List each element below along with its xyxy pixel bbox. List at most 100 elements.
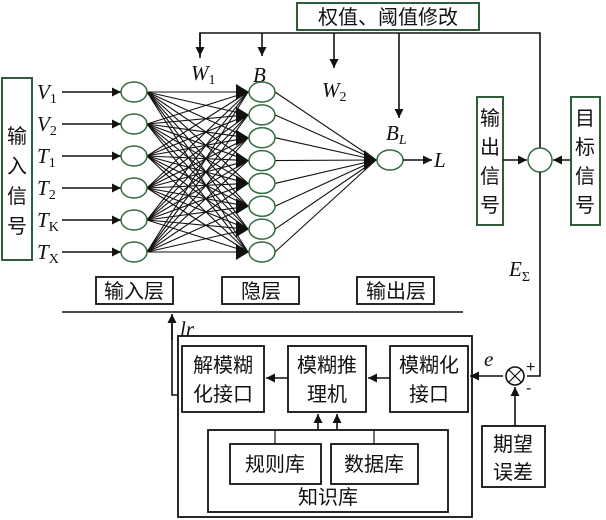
svg-text:解模糊: 解模糊 (193, 353, 253, 377)
input-node (120, 241, 148, 263)
input-hidden-connection (146, 137, 249, 189)
hidden-output-connection (274, 159, 377, 184)
output-signal-box: 输 出 信 号 (476, 96, 504, 226)
input-hidden-connection (146, 205, 249, 253)
input-hidden-connection (146, 123, 249, 162)
svg-text:入: 入 (7, 154, 27, 178)
fuzzification-interface-box: 模糊化 接口 (389, 345, 469, 413)
hidden-node (248, 126, 276, 149)
b-label: B (253, 63, 266, 87)
input-hidden-connection (146, 137, 249, 253)
svg-text:信: 信 (480, 164, 500, 188)
input-layer-label-box: 输入层 (95, 276, 174, 305)
input-hidden-connection (146, 91, 249, 116)
feedback-lines (195, 32, 541, 148)
error-sum-label: EΣ (508, 257, 530, 285)
svg-text:输出层: 输出层 (366, 279, 426, 303)
output-input-arrowhead (364, 150, 377, 170)
svg-text:数据库: 数据库 (344, 452, 404, 476)
weight-threshold-update-label: 权值、阈值修改 (318, 5, 458, 29)
input-hidden-connection (146, 91, 249, 125)
hidden-node (248, 195, 276, 218)
hidden-input-arrowhead (236, 152, 249, 169)
input-hidden-connection (146, 114, 249, 189)
summing-junction (505, 366, 525, 386)
input-label: T1 (37, 144, 56, 171)
svg-text:隐层: 隐层 (241, 279, 281, 303)
hidden-node (248, 104, 276, 126)
hidden-node (248, 81, 276, 103)
svg-text:出: 出 (480, 135, 500, 159)
input-layer-nodes (120, 81, 148, 263)
input-hidden-connection (146, 182, 249, 253)
svg-text:规则库: 规则库 (245, 452, 305, 476)
input-label: V1 (37, 80, 57, 107)
hidden-input-arrowhead (236, 175, 249, 192)
comparator-node (527, 147, 553, 173)
svg-text:模糊化: 模糊化 (399, 353, 459, 377)
input-hidden-connection (146, 205, 249, 221)
svg-text:化接口: 化接口 (193, 382, 253, 406)
svg-text:误差: 误差 (493, 460, 533, 484)
input-hidden-connection (146, 91, 249, 157)
w1-label: W1 (191, 61, 216, 88)
hidden-output-connection (274, 91, 377, 161)
bl-label: BL (386, 121, 407, 148)
hidden-node (248, 149, 276, 172)
input-hidden-connection (146, 187, 249, 230)
weight-threshold-update-box: 权值、阈值修改 (296, 2, 480, 31)
hidden-input-arrowhead (236, 129, 249, 146)
plus-sign: + (526, 359, 535, 376)
hidden-output-connection (274, 159, 377, 230)
input-hidden-connection (146, 123, 249, 184)
hidden-output-connection (274, 114, 377, 161)
input-node (120, 209, 148, 231)
hidden-node (248, 241, 276, 263)
hidden-output-connection (274, 159, 377, 207)
input-hidden-connection (146, 182, 249, 189)
svg-text:号: 号 (480, 193, 500, 217)
input-hidden-connection (146, 155, 249, 207)
input-node (120, 81, 148, 103)
input-hidden-connection (146, 91, 249, 253)
hidden-input-arrowhead (236, 198, 249, 215)
output-node (376, 149, 404, 171)
input-hidden-connection (146, 91, 249, 207)
svg-text:输: 输 (480, 106, 500, 130)
input-hidden-connection (146, 187, 249, 207)
hidden-input-arrowhead (236, 84, 249, 100)
input-hidden-connection (146, 137, 249, 157)
input-hidden-connection (146, 123, 249, 139)
input-hidden-connection (146, 155, 249, 162)
svg-text:知识库: 知识库 (298, 485, 358, 509)
input-hidden-connection (146, 91, 249, 184)
output-l-label: L (433, 148, 446, 172)
svg-text:期望: 期望 (493, 432, 533, 456)
input-hidden-connection (146, 160, 249, 253)
svg-text:输入层: 输入层 (104, 279, 164, 303)
svg-text:模糊推: 模糊推 (297, 353, 357, 377)
input-label: V2 (37, 112, 57, 139)
input-hidden-connection (146, 160, 249, 221)
network-connections (62, 84, 377, 260)
hidden-output-connection (274, 159, 377, 162)
svg-text:信: 信 (575, 164, 595, 188)
input-hidden-connection (146, 114, 249, 221)
input-label: T2 (37, 176, 56, 203)
input-hidden-connection (146, 123, 249, 230)
input-hidden-connection (146, 114, 249, 253)
rule-base-box: 规则库 (229, 443, 322, 485)
input-hidden-connection (146, 91, 249, 230)
input-hidden-connection (146, 91, 249, 139)
input-hidden-connection (146, 228, 249, 253)
input-hidden-connection (146, 182, 249, 221)
expected-error-box: 期望 误差 (481, 425, 546, 488)
hidden-layer-nodes (248, 81, 276, 263)
svg-text:号: 号 (575, 193, 595, 217)
svg-text:输: 输 (7, 124, 27, 148)
defuzzification-interface-box: 解模糊 化接口 (181, 345, 265, 413)
input-hidden-connection (146, 219, 249, 230)
input-hidden-connection (146, 91, 249, 189)
